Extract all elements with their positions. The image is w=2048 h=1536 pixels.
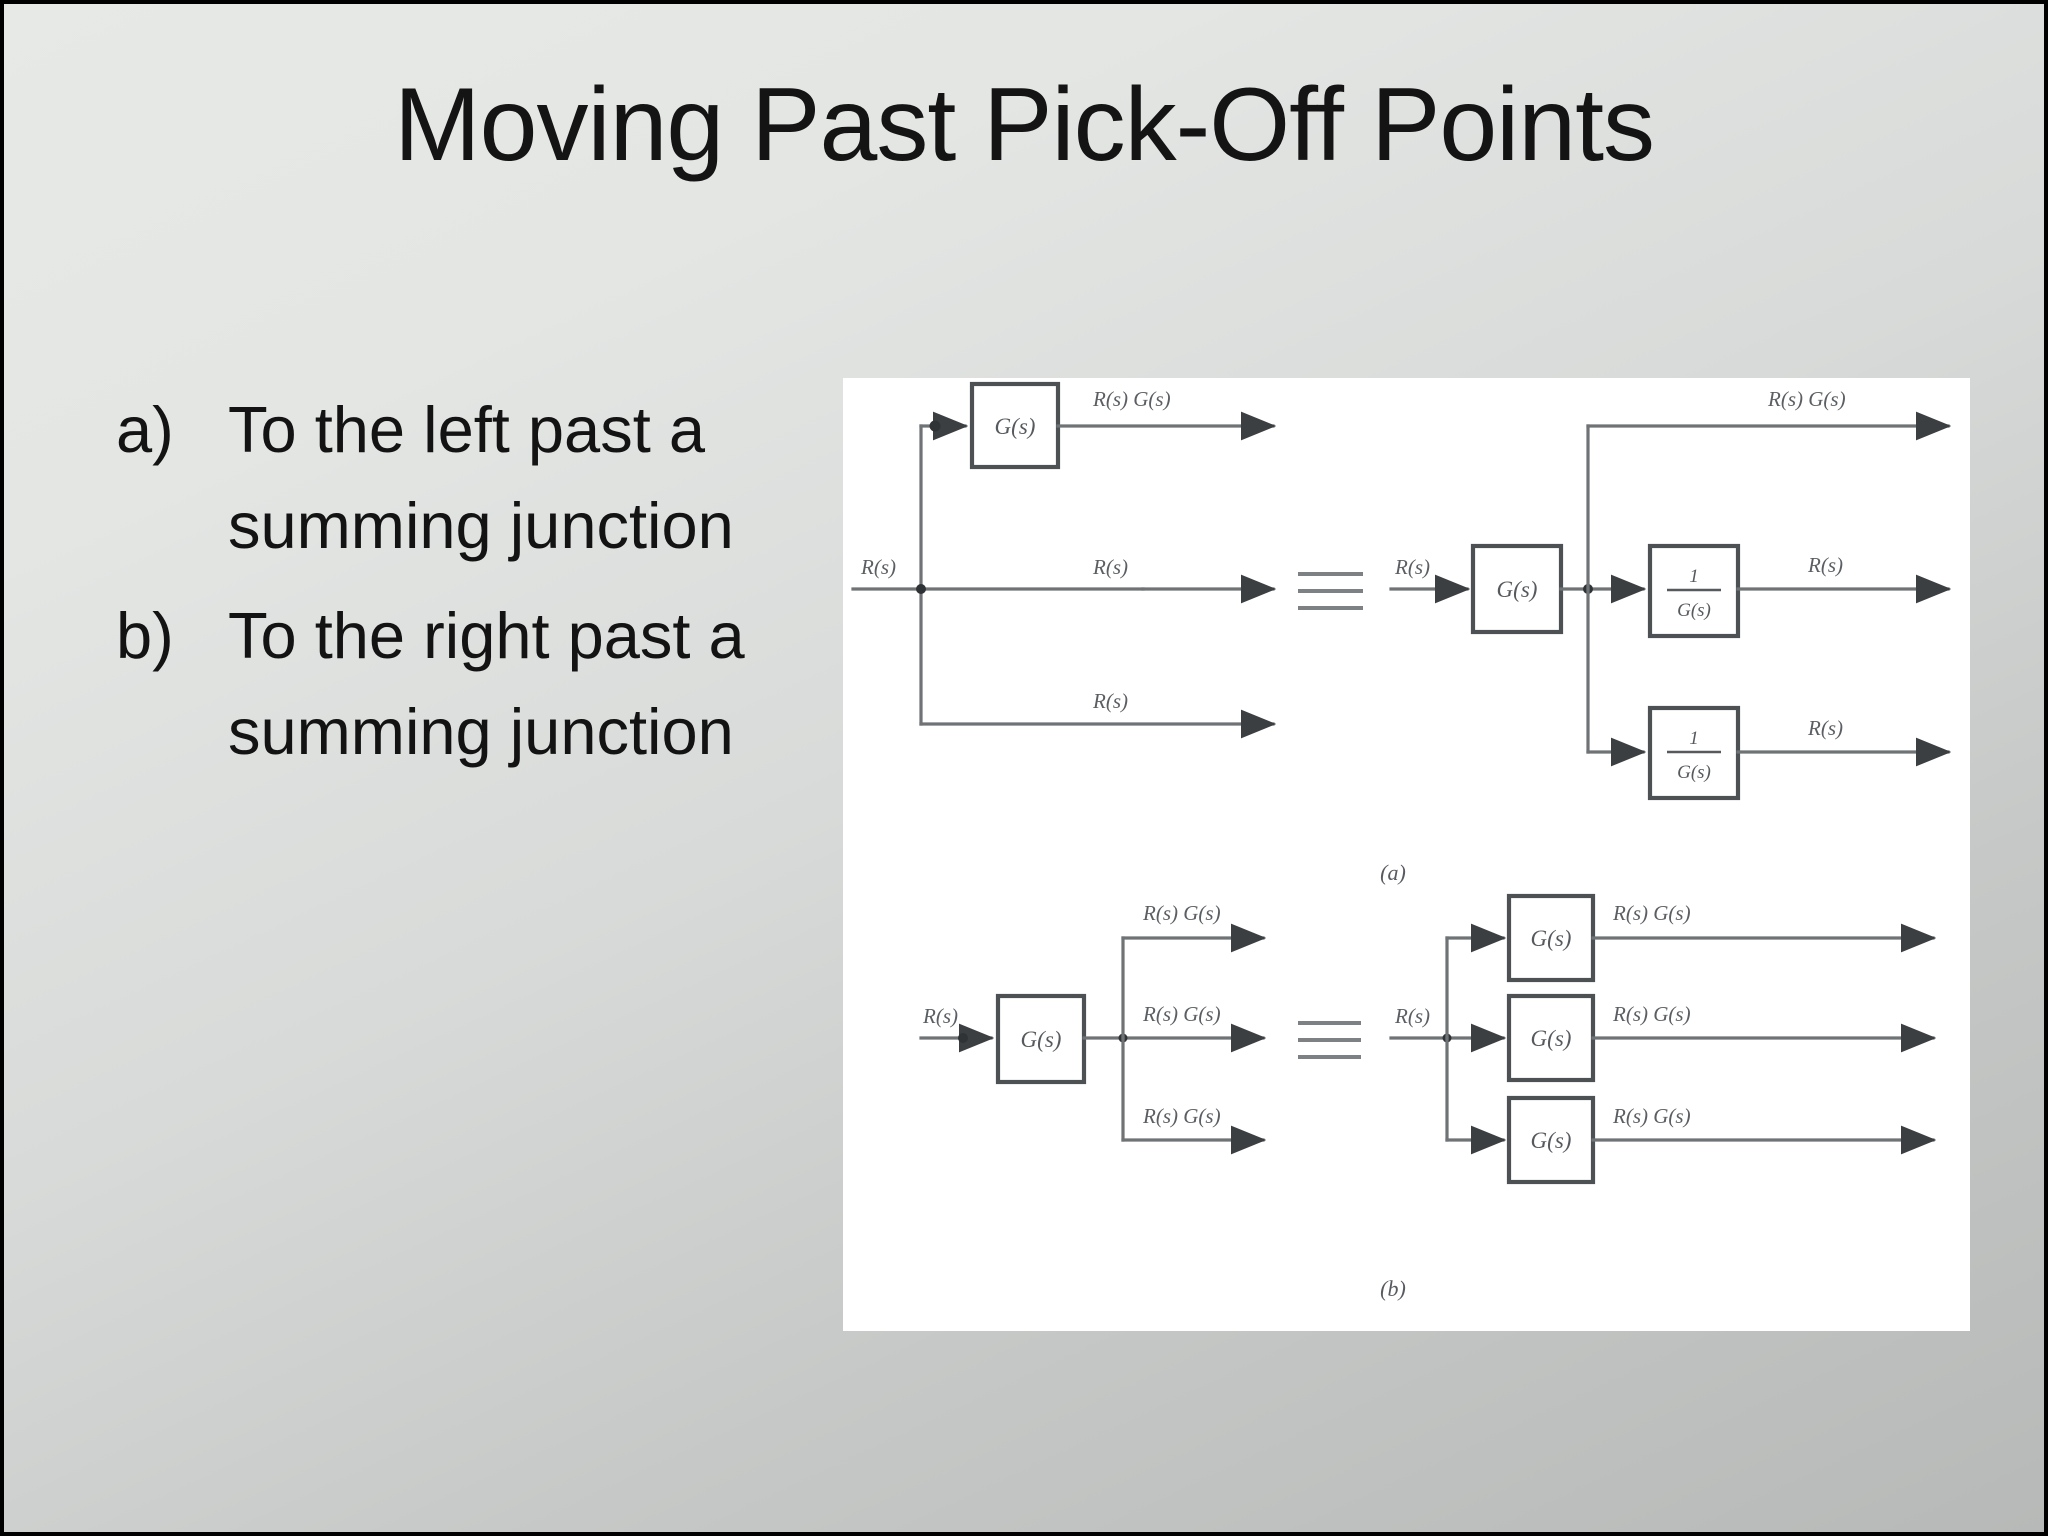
input-dot-b-left (958, 1033, 968, 1043)
identity-symbol-b (1298, 1021, 1361, 1059)
block-g-a-right (1470, 543, 1564, 635)
list-item-marker: b) (116, 599, 174, 672)
label-input-r-b-right: R(s) (1394, 1004, 1430, 1028)
list-item: a) To the left past a summing junction (116, 382, 836, 574)
pickoff-point (916, 584, 926, 594)
block-inverse-g-1-numerator: 1 (1689, 566, 1699, 587)
figure-caption-b: (b) (1380, 1276, 1406, 1301)
pickoff-dot-upper (929, 420, 941, 432)
block-inverse-g-2-numerator: 1 (1689, 728, 1699, 749)
page-title: Moving Past Pick-Off Points (394, 67, 1655, 183)
label-rg-top: R(s) G(s) (1092, 387, 1171, 411)
label-output-r-1: R(s) (1807, 553, 1843, 577)
label-rg-b-top: R(s) G(s) (1142, 901, 1221, 925)
block-g-a-left-label: G(s) (995, 414, 1036, 439)
block-inverse-g-1-denominator: G(s) (1677, 600, 1711, 621)
figure-caption-a: (a) (1380, 860, 1406, 885)
diagram-a-left: R(s) R(s) G(s) R(s) G(s) R(s) (851, 381, 1277, 739)
block-g-b-right-1-label: G(s) (1531, 926, 1572, 951)
block-diagram-figure: R(s) R(s) G(s) R(s) G(s) R(s) (843, 378, 1970, 1331)
label-branch-r-mid: R(s) (1092, 555, 1128, 579)
diagram-b-right: R(s) G(s) R(s) G(s) G(s) R(s) G(s) G(s) (1389, 893, 1937, 1185)
label-output-rg-b-3: R(s) G(s) (1612, 1104, 1691, 1128)
list-item: b) To the right past a summing junction (116, 588, 836, 780)
diagram-a-right: R(s) G(s) R(s) G(s) 1 G(s) R(s) (1389, 387, 1952, 801)
block-g-a-right-label: G(s) (1497, 577, 1538, 602)
diagram-b-left: R(s) G(s) R(s) G(s) R(s) G(s) R(s) G(s) (919, 901, 1267, 1155)
list-item-marker: a) (116, 393, 174, 466)
presentation-slide: Moving Past Pick-Off Points a) To the le… (4, 4, 2044, 1532)
label-rg-a-right-top: R(s) G(s) (1767, 387, 1846, 411)
label-input-r-right: R(s) (1394, 555, 1430, 579)
block-inverse-g-2 (1647, 705, 1741, 801)
label-input-r: R(s) (860, 555, 896, 579)
block-g-b-right-3 (1506, 1095, 1596, 1185)
label-rg-b-bottom: R(s) G(s) (1142, 1104, 1221, 1128)
label-output-r-2: R(s) (1807, 716, 1843, 740)
label-output-rg-b-2: R(s) G(s) (1612, 1002, 1691, 1026)
label-output-rg-b-1: R(s) G(s) (1612, 901, 1691, 925)
list-item-label: To the left past a summing junction (228, 393, 734, 562)
block-g-b-right-2-label: G(s) (1531, 1026, 1572, 1051)
label-branch-r-lower: R(s) (1092, 689, 1128, 713)
block-g-b-right-3-label: G(s) (1531, 1128, 1572, 1153)
list-item-label: To the right past a summing junction (228, 599, 745, 768)
label-input-r-b-left: R(s) (922, 1004, 958, 1028)
block-g-b-left-label: G(s) (1021, 1027, 1062, 1052)
identity-symbol-a (1298, 572, 1363, 610)
label-rg-b-mid: R(s) G(s) (1142, 1002, 1221, 1026)
block-diagram-svg: R(s) R(s) G(s) R(s) G(s) R(s) (851, 381, 1952, 1301)
block-inverse-g-2-denominator: G(s) (1677, 762, 1711, 783)
block-g-b-right-2 (1506, 993, 1596, 1083)
bullet-list: a) To the left past a summing junction b… (116, 382, 836, 794)
